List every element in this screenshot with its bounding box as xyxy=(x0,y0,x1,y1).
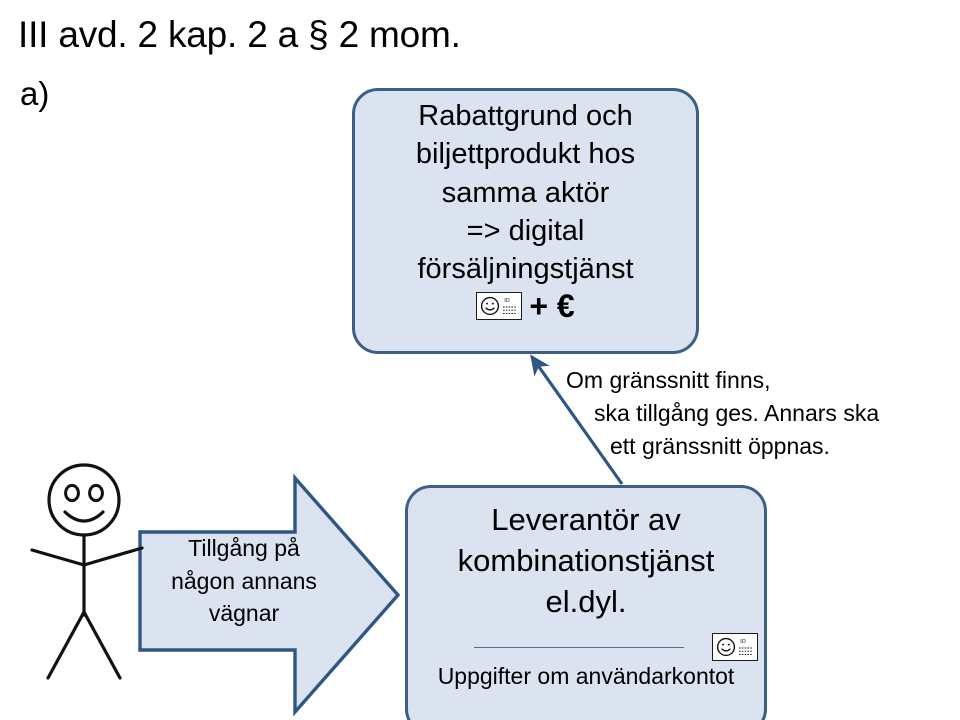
interface-condition-note: Om gränssnitt finns, ska tillgång ges. A… xyxy=(566,364,926,463)
combination-service-provider-box[interactable]: Leverantör av kombinationstjänst el.dyl.… xyxy=(405,485,767,720)
arrow-label: Tillgång på någon annans vägnar xyxy=(144,532,344,630)
plus-euro-label: + € xyxy=(529,288,575,325)
id-card-icon: ID xyxy=(712,632,758,661)
bottom-box-caption: Uppgifter om användarkontot xyxy=(437,662,735,689)
arrow-label-line-3: vägnar xyxy=(208,600,280,627)
subsection-label: a) xyxy=(20,75,50,112)
access-on-behalf-arrow[interactable]: Tillgång på någon annans vägnar xyxy=(130,470,410,720)
annotation-line-3: ett gränssnitt öppnas. xyxy=(610,433,830,460)
interface-connector-arrow xyxy=(530,354,624,485)
top-box-line-3: samma aktör xyxy=(441,176,610,209)
annotation-line-1: Om gränssnitt finns, xyxy=(566,367,771,393)
arrow-label-line-1: Tillgång på xyxy=(188,535,300,561)
digital-sales-service-box[interactable]: Rabattgrund och biljettprodukt hos samma… xyxy=(352,88,699,354)
page-title: III avd. 2 kap. 2 a § 2 mom. xyxy=(18,14,461,55)
top-box-line-5: försäljningstjänst xyxy=(417,253,634,286)
arrow-label-line-2: någon annans xyxy=(171,567,317,594)
block-arrow-shape xyxy=(138,473,401,717)
id-card-icon: ID xyxy=(476,292,523,321)
top-box-badge-row: ID + € xyxy=(476,288,575,325)
bottom-box-line-3: el.dyl. xyxy=(545,583,627,619)
stick-figure-smiley-icon xyxy=(30,463,144,680)
bottom-box-line-2: kombinationstjänst xyxy=(457,542,715,578)
svg-text:ID: ID xyxy=(505,298,511,304)
top-box-line-1: Rabattgrund och xyxy=(418,100,633,132)
divider xyxy=(474,646,684,648)
bottom-box-line-1: Leverantör av xyxy=(491,502,681,537)
top-box-line-2: biljettprodukt hos xyxy=(415,138,636,171)
id-card-icon-holder: ID xyxy=(712,632,758,661)
annotation-line-2: ska tillgång ges. Annars ska xyxy=(594,400,880,427)
svg-text:ID: ID xyxy=(740,639,746,645)
top-box-line-4: => digital xyxy=(466,214,585,247)
